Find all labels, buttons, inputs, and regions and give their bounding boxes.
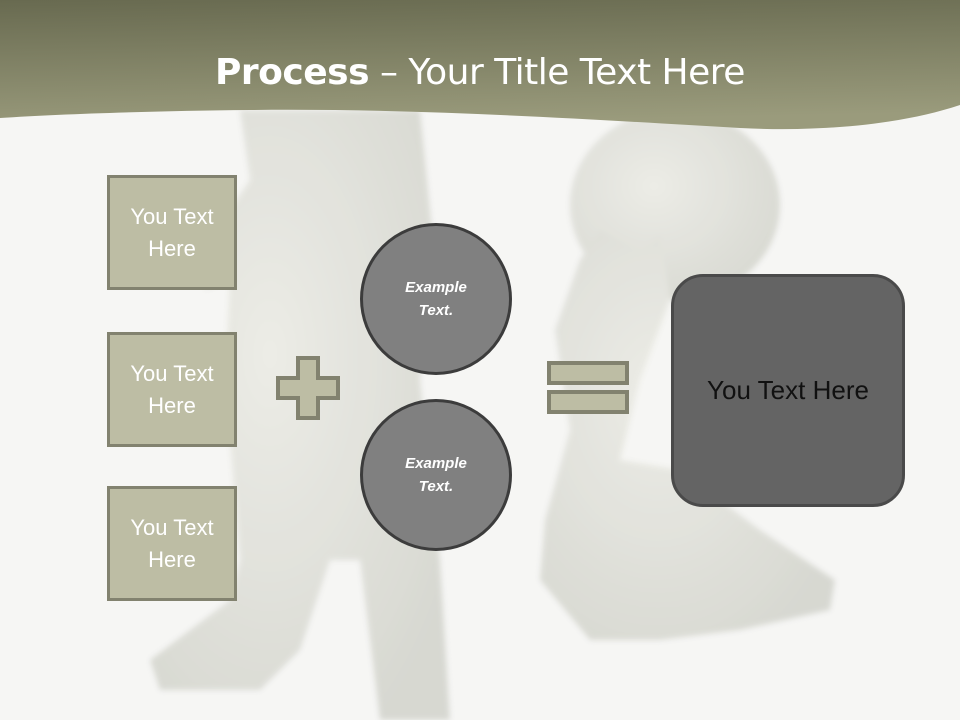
text-box-label: You Text Here	[130, 203, 214, 261]
result-box-label: You Text Here	[707, 375, 869, 405]
title-rest: – Your Title Text Here	[369, 52, 745, 93]
title-bold: Process	[215, 52, 370, 93]
text-box-label: You Text Here	[130, 360, 214, 418]
equals-icon	[547, 361, 629, 414]
plus-icon	[276, 356, 340, 420]
slide-title: Process – Your Title Text Here	[0, 52, 960, 93]
text-box-3[interactable]: You Text Here	[107, 486, 237, 601]
circle-label: Example Text.	[405, 279, 467, 319]
text-box-label: You Text Here	[130, 514, 214, 572]
circle-label: Example Text.	[405, 455, 467, 495]
text-box-1[interactable]: You Text Here	[107, 175, 237, 290]
result-box[interactable]: You Text Here	[671, 274, 905, 507]
text-box-2[interactable]: You Text Here	[107, 332, 237, 447]
example-circle-1[interactable]: Example Text.	[360, 223, 512, 375]
example-circle-2[interactable]: Example Text.	[360, 399, 512, 551]
